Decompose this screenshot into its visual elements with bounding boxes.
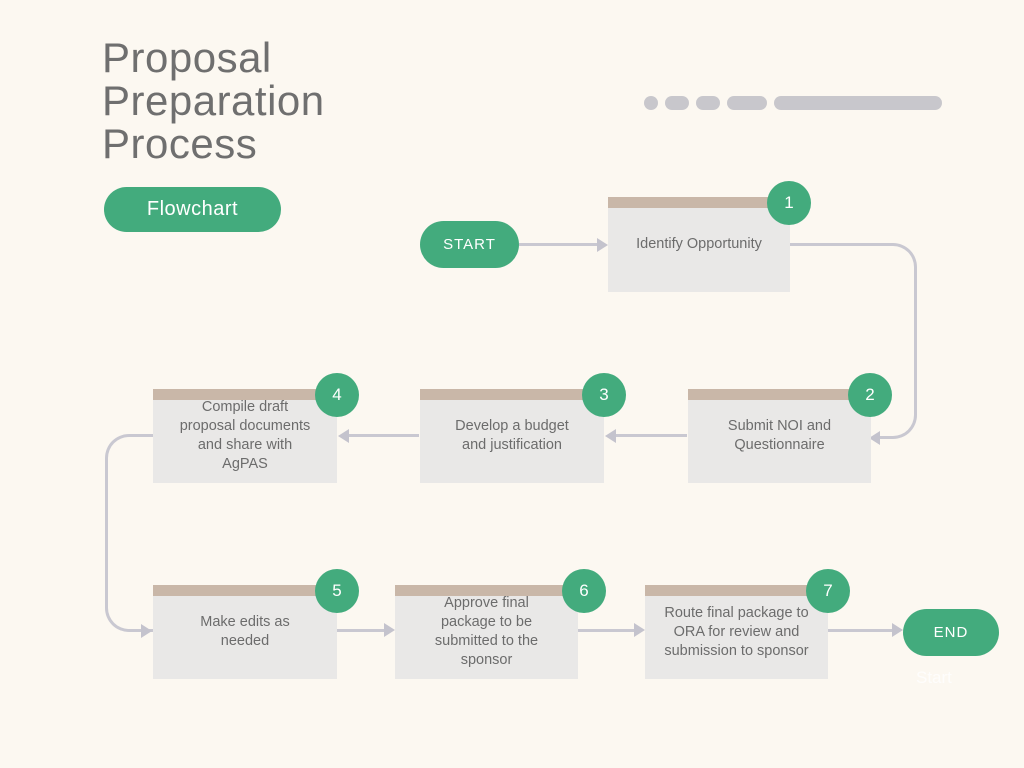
page-title-line-1: Proposal [102,34,272,81]
flow-step-label-5: Make edits as needed [200,614,290,649]
page-title-line-3: Process [102,120,258,167]
flow-step-label-3: Develop a budget and justification [455,418,569,453]
box-top-bar [153,389,337,400]
step-number-badge-4: 4 [315,373,359,417]
arrowhead-into-step6 [384,623,395,637]
flow-step-box-3: Develop a budget and justification [420,389,604,483]
arrowhead-into-step3 [605,429,616,443]
start-node-label: START [443,236,496,253]
flowchart-badge-label: Flowchart [146,198,239,220]
arrowhead-into-step1 [597,238,608,252]
end-node: END [903,609,999,656]
step-number-3: 3 [599,385,609,404]
connector-step1-to-step2 [872,243,917,439]
connector-step1-out [790,243,880,246]
step-number-badge-5: 5 [315,569,359,613]
decor-bar [774,96,942,110]
arrowhead-into-end [892,623,903,637]
box-top-bar [645,585,828,596]
step-number-badge-1: 1 [767,181,811,225]
connector-step4-to-step5 [105,434,153,632]
step-number-4: 4 [332,385,342,404]
arrowhead-into-step2 [869,431,880,445]
end-node-label: END [933,624,969,641]
arrowhead-into-step5 [141,624,152,638]
flow-step-label-4: Compile draft proposal documents and sha… [179,399,311,472]
decor-dash [696,96,720,110]
flow-step-box-1: Identify Opportunity [608,197,790,292]
page-title-line-2: Preparation [102,77,325,124]
start-node: START [420,221,519,268]
arrowhead-into-step7 [634,623,645,637]
flow-step-label-6: Approve final package to be submitted to… [434,595,539,668]
connector-start-to-step1 [519,243,598,246]
flow-step-box-4: Compile draft proposal documents and sha… [153,389,337,483]
box-top-bar [395,585,578,596]
step-number-5: 5 [332,581,342,600]
flow-step-box-7: Route final package to ORA for review an… [645,585,828,679]
page-title: Proposal Preparation Process [102,36,422,165]
connector-step3-to-step4 [345,434,419,437]
decorative-dashes [644,96,942,110]
step-number-badge-3: 3 [582,373,626,417]
connector-step2-to-step3 [612,434,687,437]
box-top-bar [688,389,871,400]
step-number-badge-6: 6 [562,569,606,613]
step-number-1: 1 [784,193,794,212]
decor-dot [644,96,658,110]
step-number-6: 6 [579,581,589,600]
flow-step-box-6: Approve final package to be submitted to… [395,585,578,679]
flow-step-label-2: Submit NOI and Questionnaire [727,418,832,453]
faint-start-watermark: Start [916,668,952,687]
flow-step-box-5: Make edits as needed [153,585,337,679]
flow-step-label-7: Route final package to ORA for review an… [664,604,809,659]
flowchart-badge: Flowchart [104,187,281,232]
connector-step6-to-step7 [578,629,634,632]
box-top-bar [153,585,337,596]
decor-dash [727,96,767,110]
step-number-2: 2 [865,385,875,404]
step-number-7: 7 [823,581,833,600]
arrowhead-into-step4 [338,429,349,443]
connector-step5-to-step6 [337,629,384,632]
box-top-bar [420,389,604,400]
flow-step-box-2: Submit NOI and Questionnaire [688,389,871,483]
flow-step-label-1: Identify Opportunity [636,236,762,252]
decor-dash [665,96,689,110]
box-top-bar [608,197,790,208]
connector-step7-to-end [828,629,892,632]
step-number-badge-2: 2 [848,373,892,417]
step-number-badge-7: 7 [806,569,850,613]
